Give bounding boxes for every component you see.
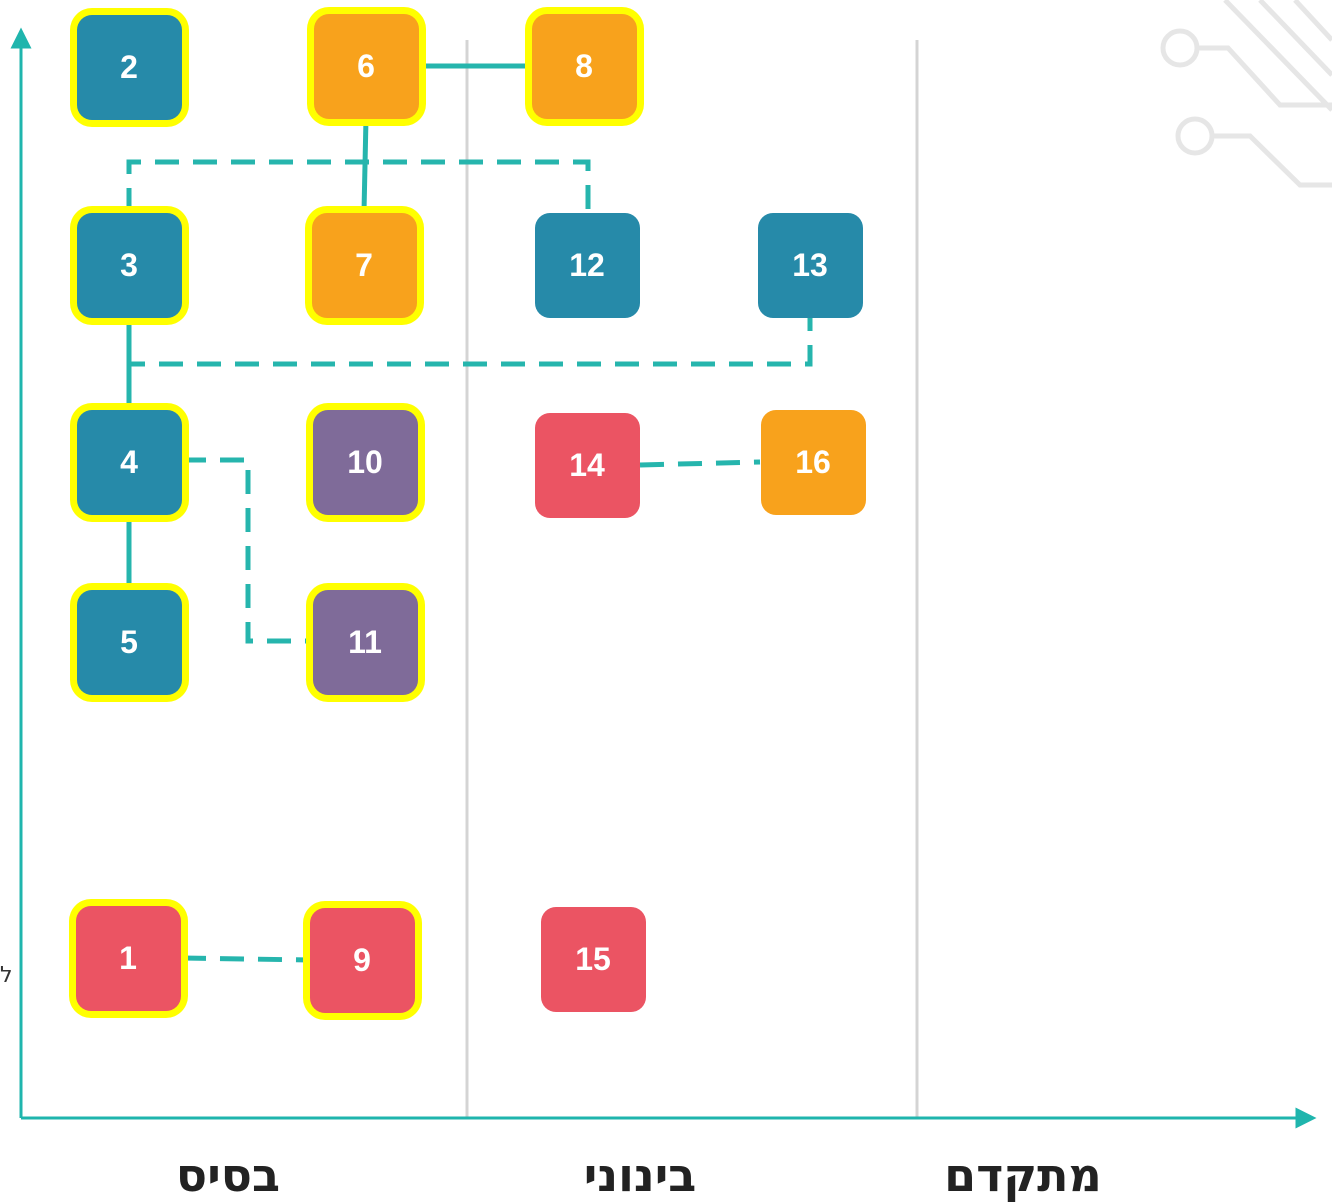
topic-node-14[interactable]: 14 — [534, 412, 640, 518]
connector-3-13 — [126, 318, 813, 367]
topic-node-label: 11 — [348, 623, 382, 660]
topic-node-label: 7 — [355, 246, 373, 283]
topic-node-label: 15 — [575, 940, 611, 977]
topic-node-label: 9 — [353, 941, 371, 978]
level-label-advanced: מתקדם — [944, 1148, 1102, 1202]
topic-node-12[interactable]: 12 — [534, 212, 640, 318]
topic-node-label: 14 — [569, 446, 605, 483]
topic-node-11[interactable]: 11 — [312, 589, 418, 695]
topic-node-label: 1 — [119, 939, 137, 976]
connectors — [126, 63, 813, 963]
topic-node-16[interactable]: 16 — [760, 409, 866, 515]
topic-node-label: 13 — [792, 246, 828, 283]
level-label-intermediate: בינוני — [583, 1148, 697, 1202]
connector-14-16 — [639, 459, 761, 468]
topic-node-8[interactable]: 8 — [531, 13, 637, 119]
topic-node-13[interactable]: 13 — [757, 212, 863, 318]
topic-node-label: 10 — [347, 443, 383, 480]
level-label-basic: בסיס — [175, 1148, 281, 1202]
topic-node-label: 16 — [795, 443, 831, 480]
topic-node-label: 4 — [120, 443, 138, 480]
topic-node-label: 12 — [569, 246, 605, 283]
connector-6-7 — [361, 117, 369, 213]
topic-node-2[interactable]: 2 — [76, 14, 182, 120]
topic-node-6[interactable]: 6 — [313, 13, 419, 119]
topic-node-1[interactable]: 1 — [75, 905, 181, 1011]
topic-node-label: 5 — [120, 623, 138, 660]
topic-node-10[interactable]: 10 — [312, 409, 418, 515]
topic-node-label: 2 — [120, 48, 138, 85]
topic-node-7[interactable]: 7 — [311, 212, 417, 318]
topic-node-label: 3 — [120, 246, 138, 283]
edge-glyph: ל — [0, 963, 13, 988]
topic-node-3[interactable]: 3 — [76, 212, 182, 318]
topic-node-9[interactable]: 9 — [309, 907, 415, 1013]
topic-node-15[interactable]: 15 — [540, 906, 646, 1012]
connector-3-12 — [126, 159, 591, 212]
topic-node-label: 6 — [357, 47, 375, 84]
topic-node-label: 8 — [575, 47, 593, 84]
connector-4-11 — [182, 457, 313, 644]
topic-node-4[interactable]: 4 — [76, 409, 182, 515]
topic-node-5[interactable]: 5 — [76, 589, 182, 695]
circuit-decoration-icon — [1160, 0, 1332, 188]
connector-1-9 — [181, 955, 311, 963]
